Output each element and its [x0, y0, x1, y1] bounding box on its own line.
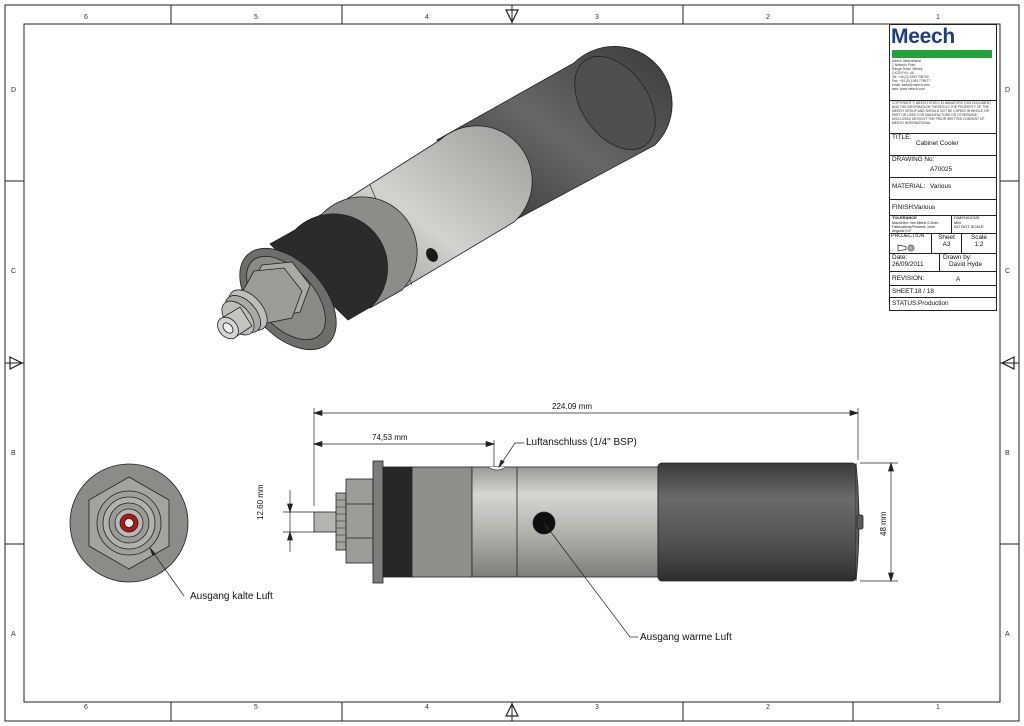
zone-col-label: 2	[766, 14, 770, 21]
overall-length-dimension: 224.09 mm	[552, 402, 593, 411]
logo-green-bar	[892, 50, 992, 58]
drawing-number-row: DRAWING No: A70025	[890, 156, 996, 178]
projection-row: PROJECTION Sheet A3 Scale 1:2	[890, 233, 996, 254]
revision-value: A	[956, 276, 961, 283]
zone-col-label: 1	[936, 704, 940, 711]
zone-col-label: 3	[595, 14, 599, 21]
zone-row-label: C	[1005, 268, 1011, 275]
zone-col-label: 5	[254, 704, 258, 711]
zone-row-label: A	[1005, 631, 1010, 638]
sheet-count-row: SHEET:18 / 18	[890, 286, 996, 298]
zone-row-label: C	[11, 268, 17, 275]
drawing-number: A70025	[930, 166, 953, 173]
drawn-by: David Hyde	[949, 261, 983, 269]
tolerance-row: TOLERANCE Machined: mm Metric 0.2mm Fabr…	[890, 215, 996, 234]
meech-logo: Meech	[891, 25, 955, 48]
projection-symbol-icon	[897, 244, 915, 252]
copyright-notice: COPYRIGHT © MEECH STATIC ELIMINATORS THI…	[890, 101, 996, 134]
zone-row-label: A	[11, 631, 16, 638]
zone-col-label: 4	[425, 14, 429, 21]
zone-col-label: 6	[84, 704, 88, 711]
date-drawn-row: Date: 26/09/2011 Drawn by: David Hyde	[890, 254, 996, 272]
sheet-size: A3	[942, 241, 951, 249]
material-value: Various	[930, 183, 952, 190]
zone-row-label: D	[1005, 87, 1011, 94]
cold-outlet-callout: Ausgang kalte Luft	[190, 591, 273, 602]
isometric-view	[217, 45, 673, 351]
end-view	[69, 463, 189, 583]
leader-lines	[149, 442, 638, 638]
zone-col-label: 1	[936, 14, 940, 21]
zone-col-label: 4	[425, 704, 429, 711]
company-address: Meech International 2 Network Point Rang…	[892, 59, 931, 91]
air-inlet-callout: Luftanschluss (1/4" BSP)	[526, 437, 637, 448]
warm-outlet-callout: Ausgang warme Luft	[640, 632, 732, 643]
status-row: STATUS:Production	[892, 300, 949, 307]
zone-col-label: 2	[766, 704, 770, 711]
centering-marks	[9, 9, 1015, 717]
drawing-title: Cabinet Cooler	[916, 140, 959, 147]
side-view	[313, 460, 864, 584]
zone-col-label: 5	[254, 14, 258, 21]
zone-row-label: B	[1005, 450, 1010, 457]
cold-outlet-diameter-dimension: 12.60 mm	[256, 484, 265, 520]
revision-row: REVISION: A	[890, 272, 996, 286]
drawing-scale: 1:2	[974, 241, 984, 249]
brand-block: Meech Meech International 2 Network Poin…	[890, 25, 996, 101]
title-block: Meech Meech International 2 Network Poin…	[889, 24, 997, 311]
inlet-position-dimension: 74,53 mm	[372, 433, 408, 442]
dimension-lines	[283, 408, 898, 583]
title-row: TITLE: Cabinet Cooler	[890, 134, 996, 156]
drawing-date: 26/09/2011	[892, 261, 924, 269]
finish-row: FINISH: Various	[890, 200, 996, 216]
material-row: MATERIAL: Various	[890, 178, 996, 200]
body-diameter-dimension: 48 mm	[879, 511, 888, 536]
zone-col-label: 6	[84, 14, 88, 21]
zone-row-label: D	[11, 87, 17, 94]
finish-value: Various	[914, 204, 936, 211]
zone-row-label: B	[11, 450, 16, 457]
zone-col-label: 3	[595, 704, 599, 711]
